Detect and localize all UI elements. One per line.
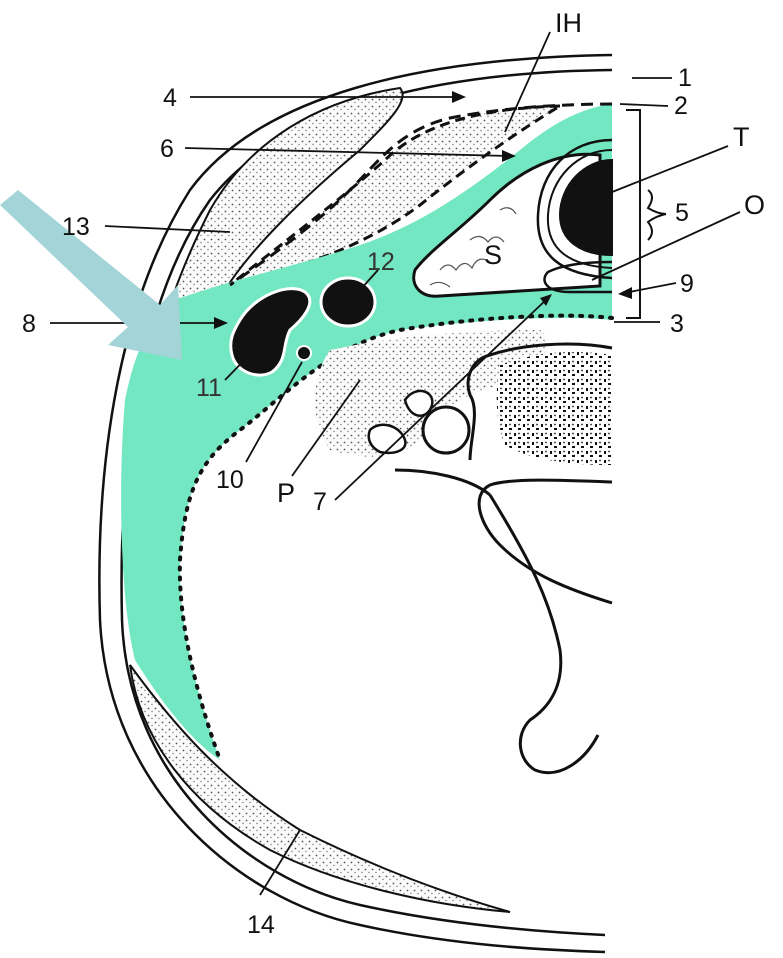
label-p: P: [277, 478, 295, 508]
label-1: 1: [678, 64, 692, 92]
label-10: 10: [216, 466, 244, 494]
label-2: 2: [674, 92, 688, 120]
leader-o: [592, 212, 740, 280]
arrowhead-9: [618, 287, 632, 299]
label-o: O: [744, 190, 765, 220]
label-7: 7: [313, 488, 327, 516]
label-9: 9: [680, 270, 694, 298]
bone-foramen: [423, 407, 469, 453]
arrowhead-4: [452, 91, 466, 103]
label-4: 4: [163, 84, 177, 112]
label-14: 14: [247, 911, 275, 939]
label-5: 5: [675, 199, 689, 227]
label-6: 6: [160, 135, 174, 163]
vessel-10: [297, 346, 311, 360]
label-t: T: [733, 122, 750, 152]
label-ih: IH: [555, 8, 582, 38]
label-13: 13: [62, 213, 90, 241]
spinal-canal-outline: [479, 480, 612, 603]
label-s: S: [484, 240, 502, 270]
vessel-12: [321, 278, 375, 326]
brace-5: [648, 190, 666, 240]
spinal-lower-outline: [395, 470, 598, 773]
leader-2: [620, 104, 668, 106]
label-8: 8: [22, 310, 36, 338]
vertebra-body: [497, 352, 612, 465]
bracket-5: [626, 110, 640, 318]
label-3: 3: [670, 310, 684, 338]
label-11: 11: [196, 374, 222, 402]
label-12: 12: [367, 248, 395, 276]
